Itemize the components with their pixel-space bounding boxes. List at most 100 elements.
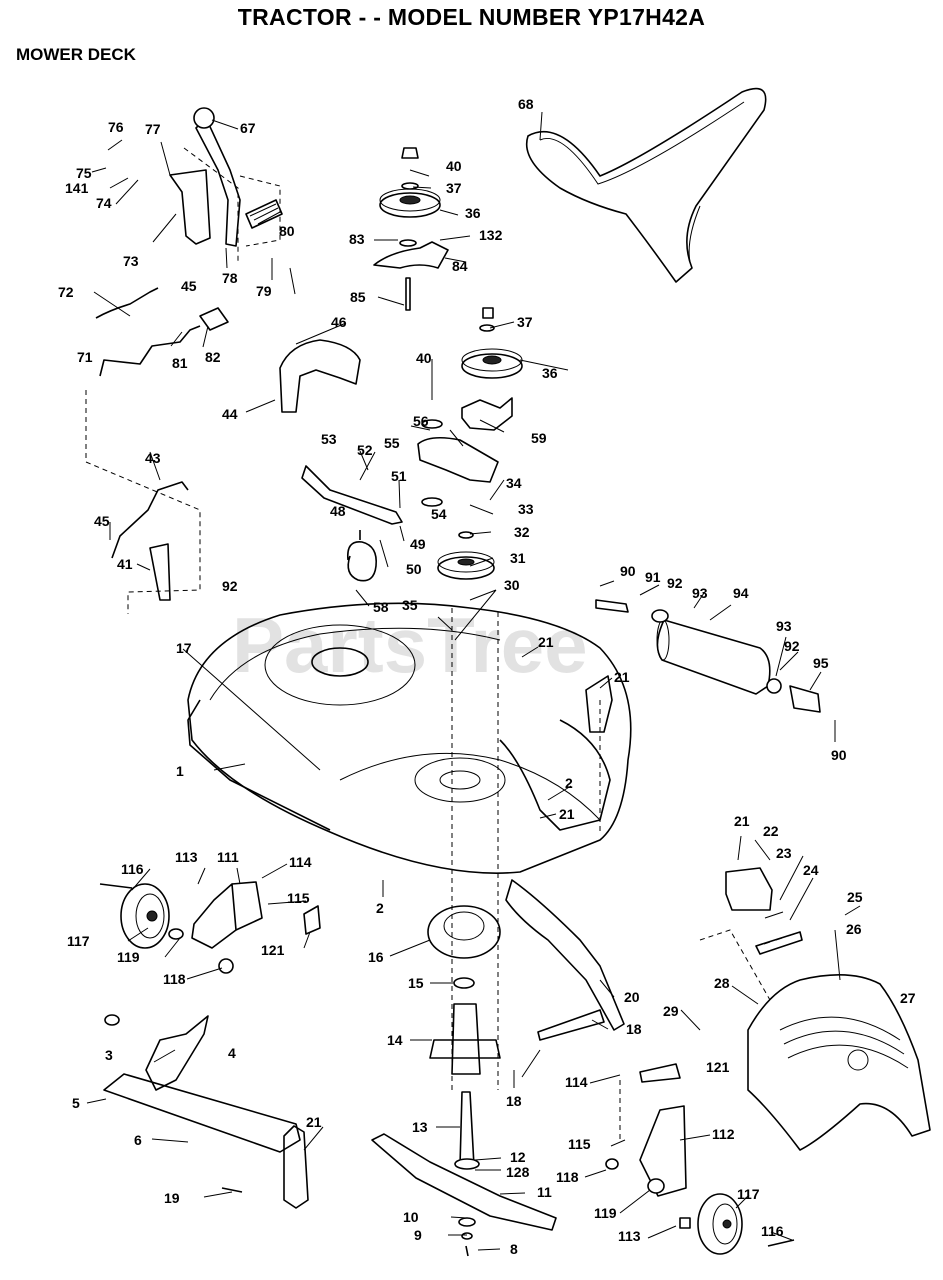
part-label: 117 <box>737 1186 760 1202</box>
discharge-chute <box>747 974 931 1151</box>
part-label: 50 <box>406 561 422 577</box>
part-label: 14 <box>387 1032 403 1048</box>
part-label: 111 <box>217 849 239 865</box>
diagram-title: TRACTOR - - MODEL NUMBER YP17H42A <box>237 4 706 30</box>
part-label: 29 <box>663 1003 679 1019</box>
part-label: 11 <box>537 1184 552 1200</box>
part-label: 121 <box>706 1059 730 1075</box>
part-label: 9 <box>414 1227 422 1243</box>
part-label: 36 <box>542 365 558 381</box>
part-label: 19 <box>164 1190 180 1206</box>
drive-belt <box>526 87 767 283</box>
part-label: 27 <box>900 990 916 1006</box>
part-label: 115 <box>568 1136 591 1152</box>
part-label: 119 <box>117 949 140 965</box>
part-label: 37 <box>517 314 533 330</box>
part-label: 58 <box>373 599 389 615</box>
part-label: 48 <box>330 503 346 519</box>
part-label: 91 <box>645 569 661 585</box>
part-label: 85 <box>350 289 366 305</box>
part-label: 46 <box>331 314 347 330</box>
part-label: 128 <box>506 1164 530 1180</box>
part-label: 45 <box>181 278 197 294</box>
section-title: MOWER DECK <box>16 45 136 64</box>
part-label: 52 <box>357 442 373 458</box>
part-label: 90 <box>620 563 636 579</box>
part-label: 80 <box>279 223 295 239</box>
part-label: 112 <box>712 1126 735 1142</box>
part-label: 2 <box>376 900 384 916</box>
part-label: 118 <box>163 971 186 987</box>
part-label: 1 <box>176 763 184 779</box>
part-label: 17 <box>176 640 192 656</box>
part-label: 12 <box>510 1149 526 1165</box>
part-label: 132 <box>479 227 503 243</box>
part-label: 83 <box>349 231 365 247</box>
part-label: 113 <box>618 1228 641 1244</box>
part-label: 79 <box>256 283 272 299</box>
part-label: 68 <box>518 96 534 112</box>
part-label: 49 <box>410 536 426 552</box>
part-label: 45 <box>94 513 110 529</box>
part-label: 116 <box>761 1223 784 1239</box>
part-label: 35 <box>402 597 418 613</box>
part-label: 114 <box>289 854 312 870</box>
part-label: 81 <box>172 355 188 371</box>
part-label: 59 <box>531 430 547 446</box>
part-label: 94 <box>733 585 749 601</box>
part-label: 21 <box>538 634 554 650</box>
part-label: 113 <box>175 849 198 865</box>
part-label: 21 <box>614 669 630 685</box>
part-label: 95 <box>813 655 829 671</box>
part-label: 121 <box>261 942 285 958</box>
part-label: 93 <box>692 585 708 601</box>
part-label: 118 <box>556 1169 579 1185</box>
part-label: 92 <box>222 578 238 594</box>
part-label: 93 <box>776 618 792 634</box>
part-label: 18 <box>626 1021 642 1037</box>
part-label: 22 <box>763 823 779 839</box>
part-label: 72 <box>58 284 74 300</box>
part-label: 5 <box>72 1095 80 1111</box>
part-label: 90 <box>831 747 847 763</box>
part-label: 21 <box>306 1114 322 1130</box>
part-label: 56 <box>413 413 429 429</box>
part-label: 54 <box>431 506 447 522</box>
part-label: 43 <box>145 450 161 466</box>
part-label: 67 <box>240 120 256 136</box>
part-label: 76 <box>108 119 124 135</box>
part-label: 2 <box>565 775 573 791</box>
part-label: 25 <box>847 889 863 905</box>
alignment-lines <box>85 147 771 1140</box>
part-label: 15 <box>408 975 424 991</box>
part-label: 16 <box>368 949 384 965</box>
part-label: 37 <box>446 180 462 196</box>
part-label: 34 <box>506 475 522 491</box>
part-label: 51 <box>391 468 407 484</box>
part-label: 92 <box>667 575 683 591</box>
part-label: 41 <box>117 556 133 572</box>
part-label: 31 <box>510 550 526 566</box>
part-label: 82 <box>205 349 221 365</box>
part-label: 23 <box>776 845 792 861</box>
part-label: 36 <box>465 205 481 221</box>
part-label: 75 <box>76 165 92 181</box>
part-label: 24 <box>803 862 819 878</box>
part-label: 40 <box>446 158 462 174</box>
mower-deck <box>187 602 632 874</box>
watermark-text: PartsTree <box>232 601 588 689</box>
part-label: 116 <box>121 861 144 877</box>
part-label: 3 <box>105 1047 113 1063</box>
part-label: 73 <box>123 253 139 269</box>
part-label: 115 <box>287 890 310 906</box>
part-label: 141 <box>65 180 89 196</box>
part-label: 78 <box>222 270 238 286</box>
part-label: 4 <box>228 1045 236 1061</box>
part-label: 20 <box>624 989 640 1005</box>
part-label: 84 <box>452 258 468 274</box>
part-label: 21 <box>734 813 750 829</box>
part-label: 40 <box>416 350 432 366</box>
part-label: 74 <box>96 195 112 211</box>
part-label: 92 <box>784 638 800 654</box>
